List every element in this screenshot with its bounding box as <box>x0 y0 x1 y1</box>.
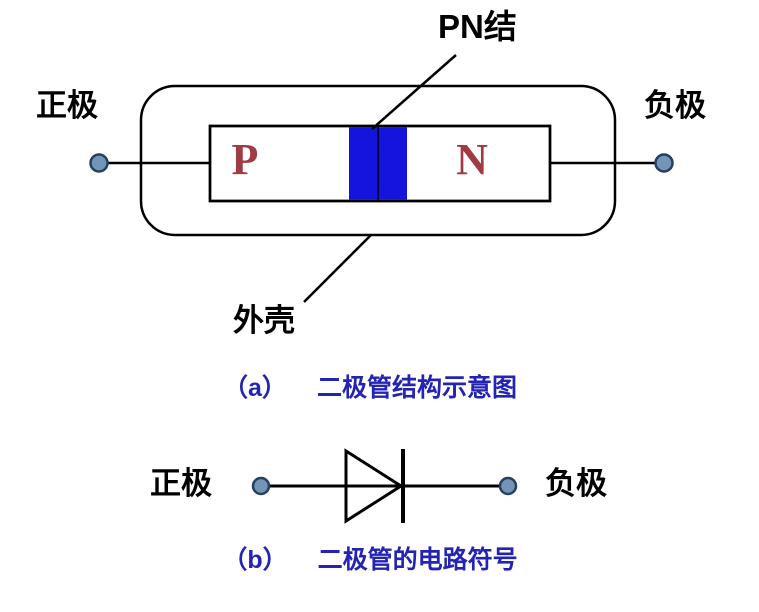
shell-outline <box>139 84 617 237</box>
caption-a-index: （a） <box>223 374 287 402</box>
anode-terminal-dot <box>89 153 109 173</box>
symbol-cathode-terminal-dot <box>498 476 518 496</box>
symbol-anode-terminal-dot <box>251 476 271 496</box>
diode-triangle <box>344 448 404 524</box>
cathode-label-b: 负极 <box>545 466 607 501</box>
semiconductor-body-outline <box>208 124 552 203</box>
anode-label-b: 正极 <box>150 466 212 501</box>
pn-junction-label: PN结 <box>438 8 517 45</box>
cathode-label-a: 负极 <box>644 88 706 123</box>
caption-a: （a） 二极管结构示意图 <box>100 368 640 404</box>
caption-b: （b） 二极管的电路符号 <box>100 540 640 576</box>
caption-a-text: 二极管结构示意图 <box>316 374 517 402</box>
n-region-label: N <box>456 135 488 184</box>
p-region-label: P <box>231 135 259 184</box>
pn-junction-callout-line <box>371 54 457 130</box>
shell-label: 外壳 <box>233 303 295 338</box>
anode-label-a: 正极 <box>36 88 98 123</box>
shell-callout-line <box>303 234 372 303</box>
cathode-terminal-dot <box>654 153 674 173</box>
caption-b-text: 二极管的电路符号 <box>317 546 518 574</box>
caption-b-index: （b） <box>222 546 288 574</box>
